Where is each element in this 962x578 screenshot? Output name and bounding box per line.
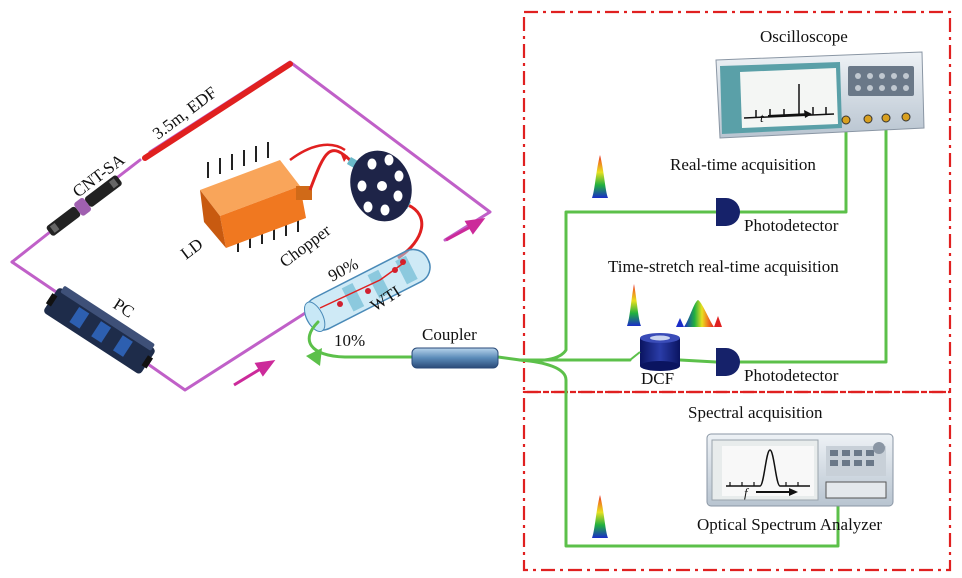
polarization-controller-icon [44, 286, 155, 374]
laser-diode-icon [200, 142, 312, 252]
chopper-wheel-icon [350, 150, 412, 222]
real-time-acquisition-box [522, 10, 952, 394]
label-spectral-acquisition: Spectral acquisition [688, 403, 823, 422]
photodetector-icon [716, 198, 740, 226]
oscilloscope-icon [715, 51, 925, 139]
acquisition-frame [522, 10, 952, 572]
label-oscilloscope: Oscilloscope [760, 27, 848, 46]
label-dcf: DCF [641, 369, 674, 388]
label-real-time-acquisition: Real-time acquisition [670, 155, 816, 174]
pulse-icon [592, 155, 608, 198]
label-pc: PC [110, 294, 138, 321]
spectrum-analyzer-icon [706, 433, 894, 507]
label-osa: Optical Spectrum Analyzer [697, 515, 882, 534]
label-coupler: Coupler [422, 325, 477, 344]
coupler-icon [411, 347, 499, 369]
edf-fiber [142, 61, 293, 161]
pump-arrow-icon [340, 152, 348, 162]
direction-arrows [233, 218, 486, 387]
oscilloscope-time-arrow [767, 110, 812, 118]
oscilloscope-axis-label: t [760, 110, 764, 125]
label-photodetector-bottom: Photodetector [744, 366, 839, 385]
output-fiber [307, 128, 888, 548]
label-photodetector-top: Photodetector [744, 216, 839, 235]
spectral-acquisition-box [522, 390, 952, 572]
wti-icon [303, 248, 431, 332]
stretched-pulse-icon [676, 300, 722, 327]
label-10-percent: 10% [334, 331, 365, 350]
label-chopper: Chopper [276, 221, 334, 272]
pulse-icon [627, 284, 641, 326]
photodetector-icon [716, 348, 740, 376]
label-time-stretch: Time-stretch real-time acquisition [608, 257, 839, 276]
label-ld: LD [177, 234, 207, 263]
pulse-icon [592, 495, 608, 538]
dcf-spool-icon [629, 333, 680, 371]
osa-axis-label: f [744, 485, 750, 500]
cnt-sa-connector [46, 175, 122, 236]
output-arrow-icon [306, 348, 322, 366]
